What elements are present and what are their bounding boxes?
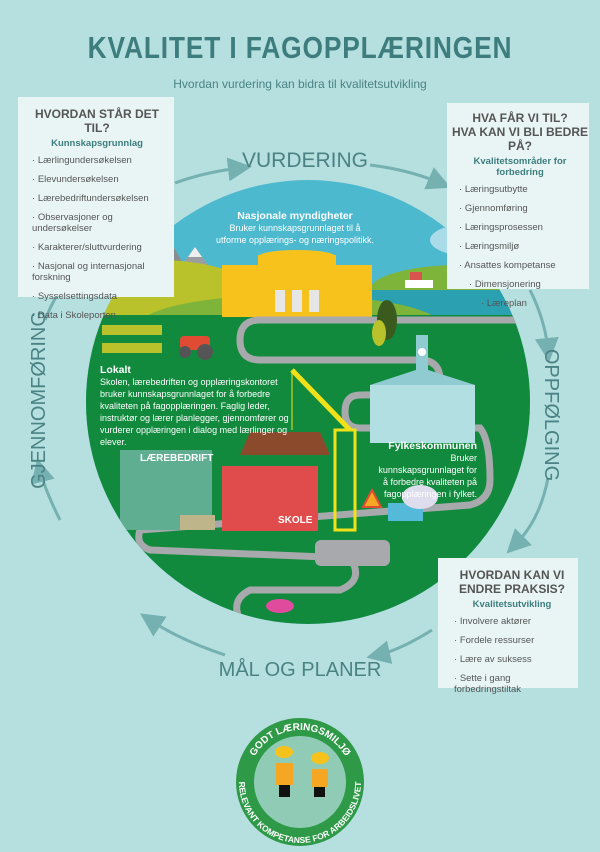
status-box-title: HVORDAN STÅR DET TIL? <box>34 107 159 135</box>
local-description: Skolen, lærebedriften og opplæringskonto… <box>100 377 289 447</box>
county-text: Fylkeskommunen Bruker kunnskapsgrunnlage… <box>372 440 477 500</box>
national-title: Nasjonale myndigheter <box>237 210 353 222</box>
cycle-label-mal-og-planer: MÅL OG PLANER <box>219 658 382 681</box>
list-item: Data i Skoleporten <box>32 310 170 321</box>
national-description: Bruker kunnskapsgrunnlaget til å utforme… <box>215 223 375 245</box>
list-item: Elevundersøkelsen <box>32 174 170 185</box>
list-item: Ansattes kompetanse <box>459 260 589 271</box>
improve-box: HVA FÅR VI TIL? HVA KAN VI BLI BEDRE PÅ?… <box>447 103 589 309</box>
local-title: Lokalt <box>100 364 131 376</box>
list-item: Sysselsettingsdata <box>32 291 170 302</box>
cycle-label-oppfolging: OPPFØLGING <box>540 349 562 481</box>
status-box-subtitle: Kunnskapsgrunnlag <box>51 138 143 149</box>
improve-box-title-2: HVA KAN VI BLI BEDRE PÅ? <box>451 125 588 153</box>
list-item: Lærlingundersøkelsen <box>32 155 170 166</box>
cycle-label-vurdering: VURDERING <box>242 149 368 172</box>
list-item: Nasjonal og internasjonal forskning <box>32 261 170 283</box>
list-item: Gjennomføring <box>459 203 589 214</box>
improve-box-subtitle: Kvalitetsområder for forbedring <box>473 156 567 178</box>
list-item: Læringsutbytte <box>459 184 589 195</box>
county-title: Fylkeskommunen <box>388 440 477 452</box>
practice-box-title-2: ENDRE PRAKSIS? <box>458 582 565 596</box>
list-item: Involvere aktører <box>454 616 578 627</box>
page-subtitle: Hvordan vurdering kan bidra til kvalitet… <box>173 77 427 91</box>
list-item: Karakterer/sluttvurdering <box>32 242 170 253</box>
improve-box-title: HVA FÅR VI TIL? <box>472 111 568 125</box>
national-text: Nasjonale myndigheter Bruker kunnskapsgr… <box>215 210 375 246</box>
local-text: Lokalt Skolen, lærebedriften og opplærin… <box>100 364 290 448</box>
county-description: Bruker kunnskapsgrunnlaget for å forbedr… <box>378 453 477 499</box>
practice-box: HVORDAN KAN VI ENDRE PRAKSIS? Kvalitetsu… <box>438 558 578 695</box>
list-item: Læringsprosessen <box>459 222 589 233</box>
cycle-arrows <box>31 157 559 665</box>
company-sign: LÆREBEDRIFT <box>140 453 214 464</box>
list-item: Læreplan <box>459 298 589 309</box>
badge: GODT LÆRINGSMILJØ RELEVANT KOMPETANSE FO… <box>236 718 364 846</box>
list-item: Lære av suksess <box>454 654 578 665</box>
practice-box-subtitle: Kvalitetsutvikling <box>472 599 552 610</box>
page-title: KVALITET I FAGOPPLÆRINGEN <box>87 30 513 65</box>
school-sign: SKOLE <box>278 515 313 526</box>
workers-icon <box>275 746 329 797</box>
list-item: Fordele ressurser <box>454 635 578 646</box>
list-item: Lærebedriftundersøkelsen <box>32 193 170 204</box>
list-item: Læringsmiljø <box>459 241 589 252</box>
list-item: Sette i gang forbedringstiltak <box>454 673 578 695</box>
list-item: Dimensjonering <box>459 279 589 290</box>
cycle-label-gjennomforing: GJENNOMFØRING <box>28 311 50 489</box>
status-box: HVORDAN STÅR DET TIL? Kunnskapsgrunnlag … <box>18 97 174 321</box>
list-item: Observasjoner og undersøkelser <box>32 212 170 234</box>
practice-box-title: HVORDAN KAN VI <box>459 568 565 582</box>
